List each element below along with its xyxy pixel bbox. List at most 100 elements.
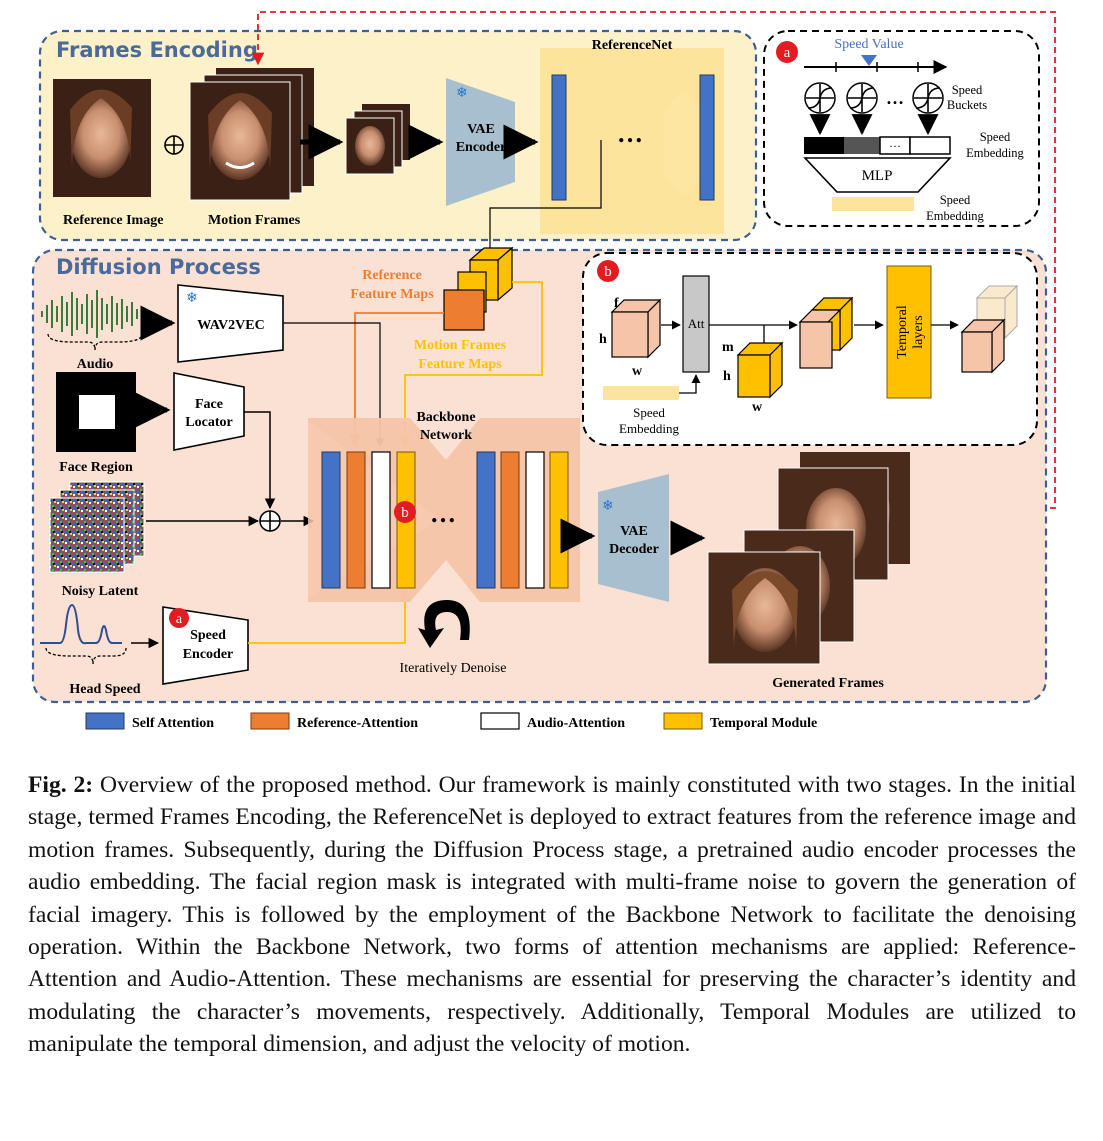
speed-encoder-badge-text: a <box>176 612 183 627</box>
motion-frames-feature-maps-label-1: Motion Frames <box>414 338 507 353</box>
mlp-label: MLP <box>862 168 893 184</box>
motion-frames-feature-maps-label-2: Feature Maps <box>418 357 502 372</box>
referencenet-ellipsis: … <box>617 119 643 148</box>
backbone-audio-attention-2 <box>525 451 545 589</box>
panel-a-speed-module <box>763 30 1040 227</box>
reference-feature-maps <box>443 289 485 331</box>
panel-b-w2-label: w <box>752 400 763 415</box>
caption-text: Overview of the proposed method. Our fra… <box>28 772 1076 1058</box>
speed-value-pointer <box>861 55 877 66</box>
backbone-self-attention-2 <box>476 451 496 589</box>
concatenated-cubes <box>798 296 854 369</box>
backbone-badge-text: b <box>401 505 409 521</box>
legend-label: Audio-Attention <box>527 716 625 731</box>
noisy-latent <box>49 481 145 573</box>
reference-image <box>53 79 151 197</box>
motion-frames-label: Motion Frames <box>208 213 301 228</box>
backbone-self-attention-1 <box>321 451 341 589</box>
face-locator-label-1: Face <box>195 397 223 412</box>
speed-encoder-label-2: Encoder <box>183 647 234 662</box>
head-speed-brace <box>45 647 127 665</box>
speed-value-label: Speed Value <box>834 37 903 52</box>
temporal-layers-label-1: Temporal <box>895 305 910 359</box>
speed-bucket-2 <box>846 82 878 114</box>
face-locator <box>173 372 245 451</box>
vae-encoder <box>446 78 515 206</box>
speed-embedding-vector: ··· <box>804 136 951 155</box>
speed-buckets-label-1: Speed <box>952 83 983 97</box>
audio-brace <box>47 333 143 351</box>
referencenet-self-attention-left <box>551 74 567 201</box>
face-locator-label-2: Locator <box>185 415 232 430</box>
speed-embedding-label-1a: Speed <box>980 130 1011 144</box>
motion-frames <box>189 68 314 201</box>
backbone-badge <box>394 501 416 523</box>
legend-item-temporal-module: Temporal Module <box>663 712 817 731</box>
referencenet-label: ReferenceNet <box>592 38 673 53</box>
legend-item-reference-attention: Reference-Attention <box>250 712 418 731</box>
mlp-block <box>803 157 952 193</box>
speed-embedding-output <box>832 197 914 211</box>
snowflake-icon: ❄ <box>186 291 198 306</box>
temporal-layers-block <box>886 265 932 399</box>
reference-feature-maps-label-2: Feature Maps <box>350 287 434 302</box>
audio-label: Audio <box>77 357 114 372</box>
iteratively-denoise-label: Iteratively Denoise <box>400 661 507 676</box>
legend-item-self-attention: Self Attention <box>85 712 214 731</box>
speed-encoder-label-1: Speed <box>190 628 226 643</box>
panel-b-speed-embedding <box>603 386 679 400</box>
generated-frames <box>707 452 910 665</box>
speed-encoder-badge <box>169 608 189 628</box>
noisy-latent-label: Noisy Latent <box>62 584 139 599</box>
speed-embedding-label-1b: Embedding <box>966 146 1024 160</box>
panel-b-speed-embedding-label-2: Embedding <box>619 421 679 436</box>
figure-caption: Fig. 2: Overview of the proposed method.… <box>28 769 1076 1061</box>
head-speed-curve <box>40 603 122 645</box>
backbone-temporal-module-2 <box>549 451 569 589</box>
downsampled-frames <box>345 104 410 175</box>
vae-encoder-label-1: VAE <box>467 122 495 137</box>
face-region-label: Face Region <box>59 460 133 475</box>
legend-label: Self Attention <box>132 716 214 731</box>
panel-b-f-label: f <box>614 296 619 311</box>
backbone-label-2: Network <box>420 428 472 443</box>
speed-buckets-label-2: Buckets <box>947 98 987 112</box>
vae-decoder-label-1: VAE <box>620 524 648 539</box>
panel-b-m-label: m <box>722 340 734 355</box>
panel-b-badge <box>597 260 619 282</box>
panel-b-w-label: w <box>632 364 643 379</box>
legend-item-audio-attention: Audio-Attention <box>480 712 625 731</box>
panel-b-badge-text: b <box>604 264 612 280</box>
legend-label: Reference-Attention <box>297 716 418 731</box>
figure-label: Fig. 2: <box>28 772 94 798</box>
iterative-denoise-arrow <box>418 600 470 648</box>
legend-label: Temporal Module <box>710 716 817 731</box>
backbone-audio-attention-1 <box>371 451 391 589</box>
temporal-layers-label-2: layers <box>911 315 926 348</box>
snowflake-icon: ❄ <box>602 499 614 514</box>
panel-a-badge-text: a <box>784 45 791 61</box>
att-label: Att <box>688 316 705 331</box>
speed-embedding-label-2b: Embedding <box>926 209 984 223</box>
backbone-label-1: Backbone <box>416 410 475 425</box>
speed-bucket-1 <box>804 82 836 114</box>
panel-b-speed-embedding-label-1: Speed <box>633 405 665 420</box>
reference-image-label: Reference Image <box>63 213 163 228</box>
output-cubes <box>960 284 1019 374</box>
motion-frames-feedback-path <box>251 11 1056 509</box>
audio-waveform <box>41 290 143 338</box>
vae-encoder-label-2: Encoder <box>456 140 507 155</box>
backbone-reference-attention-1 <box>346 451 366 589</box>
frames-encoding-title: Frames Encoding <box>56 38 258 62</box>
snowflake-icon: ❄ <box>456 86 468 101</box>
panel-b-h-label: h <box>599 332 607 347</box>
wav2vec-label: WAV2VEC <box>197 318 264 333</box>
referencenet-self-attention-right <box>699 74 715 201</box>
vae-decoder-label-2: Decoder <box>609 542 659 557</box>
motion-frames-cube <box>736 341 784 399</box>
backbone-ellipsis: … <box>430 499 456 528</box>
wav2vec-encoder <box>177 284 284 363</box>
panel-a-badge <box>776 41 798 63</box>
backbone-reference-attention-2 <box>500 451 520 589</box>
reference-feature-maps-label-1: Reference <box>362 268 422 283</box>
